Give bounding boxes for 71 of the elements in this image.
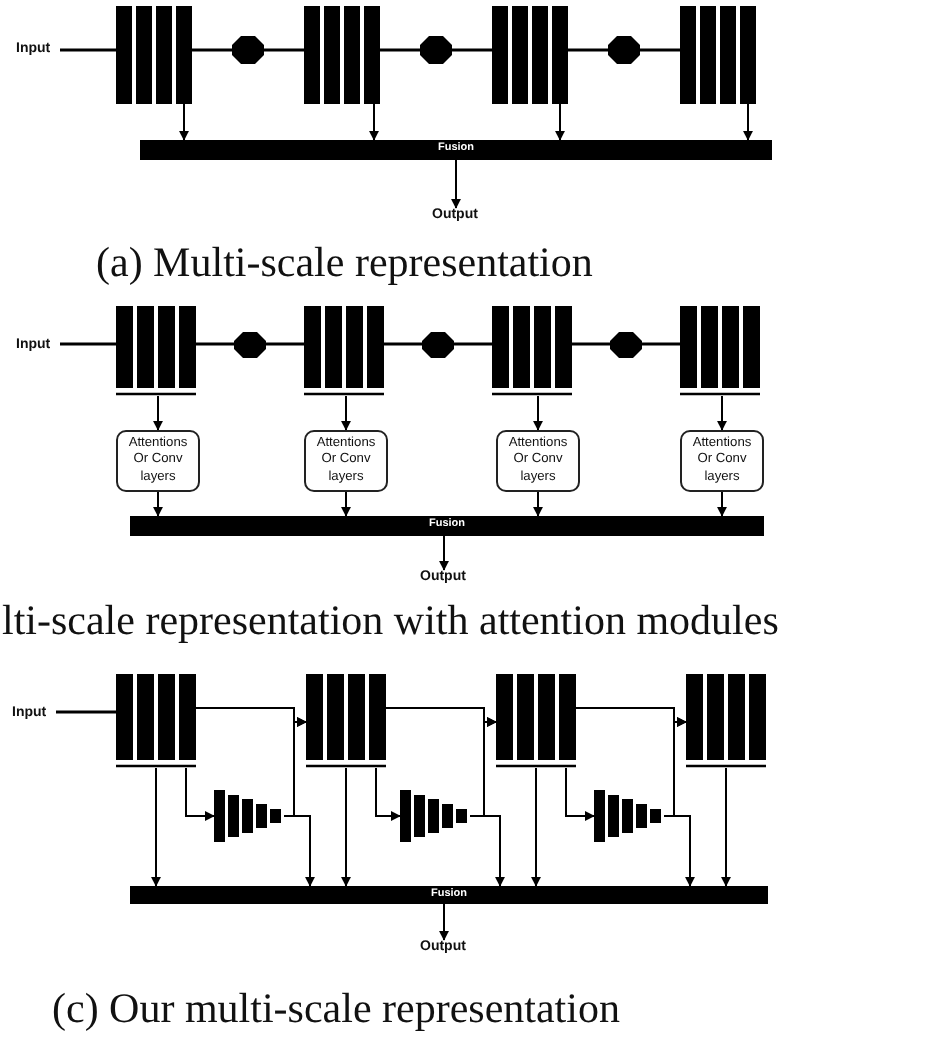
arrow — [717, 491, 727, 517]
pyramid-drawing — [214, 790, 284, 842]
layer-stack-drawing — [304, 306, 384, 396]
layer-stack-drawing — [304, 6, 380, 104]
pyramid-drawing — [594, 790, 664, 842]
connector-line — [572, 342, 610, 346]
module-box — [680, 430, 764, 492]
module-box — [304, 430, 388, 492]
arrow — [151, 767, 161, 887]
octagon-node — [232, 36, 264, 64]
connector-line — [60, 48, 116, 52]
arrow — [439, 903, 449, 941]
arrow — [369, 103, 379, 141]
connector-line — [60, 342, 116, 346]
connector-line — [568, 48, 608, 52]
connector-line — [380, 48, 420, 52]
connector-line — [454, 342, 492, 346]
arrow — [565, 767, 595, 821]
connector-line — [452, 48, 492, 52]
arrow — [179, 103, 189, 141]
layer-stack-drawing — [306, 674, 386, 768]
octagon-node — [610, 332, 642, 358]
octagon-node — [422, 332, 454, 358]
figure-caption: lti-scale representation with attention modules — [2, 600, 779, 642]
arrow — [533, 491, 543, 517]
arrow — [663, 815, 695, 887]
arrow — [717, 395, 727, 431]
layer-stack-drawing — [116, 674, 196, 768]
layer-stack-drawing — [116, 6, 192, 104]
figure-caption: (c) Our multi-scale representation — [52, 988, 620, 1030]
arrow — [341, 491, 351, 517]
arrow — [531, 767, 541, 887]
layer-stack-drawing — [492, 6, 568, 104]
pyramid-drawing — [400, 790, 470, 842]
octagon-node — [608, 36, 640, 64]
figure-caption: (a) Multi-scale representation — [96, 242, 593, 284]
connector-line — [642, 342, 680, 346]
connector-line — [196, 342, 234, 346]
octagon-node — [234, 332, 266, 358]
fusion-bar — [130, 886, 768, 904]
fusion-bar — [130, 516, 764, 536]
layer-stack-drawing — [496, 674, 576, 768]
arrow — [153, 395, 163, 431]
arrow — [743, 103, 753, 141]
arrow — [341, 395, 351, 431]
arrow — [375, 767, 401, 821]
arrow — [185, 767, 215, 821]
octagon-node — [420, 36, 452, 64]
fusion-bar — [140, 140, 772, 160]
layer-stack-drawing — [680, 306, 760, 396]
connector-line — [56, 710, 116, 714]
connector-line — [264, 48, 304, 52]
arrow — [439, 535, 449, 571]
layer-stack-drawing — [116, 306, 196, 396]
arrow — [451, 159, 461, 209]
connector-line — [640, 48, 680, 52]
layer-stack-drawing — [680, 6, 756, 104]
arrow — [341, 767, 351, 887]
arrow — [555, 103, 565, 141]
layer-stack-drawing — [492, 306, 572, 396]
connector-line — [266, 342, 304, 346]
arrow — [721, 767, 731, 887]
arrow — [533, 395, 543, 431]
connector-line — [192, 48, 232, 52]
module-box — [116, 430, 200, 492]
arrow — [469, 815, 505, 887]
connector-line — [384, 342, 422, 346]
arrow — [153, 491, 163, 517]
arrow — [283, 815, 315, 887]
layer-stack-drawing — [686, 674, 766, 768]
module-box — [496, 430, 580, 492]
